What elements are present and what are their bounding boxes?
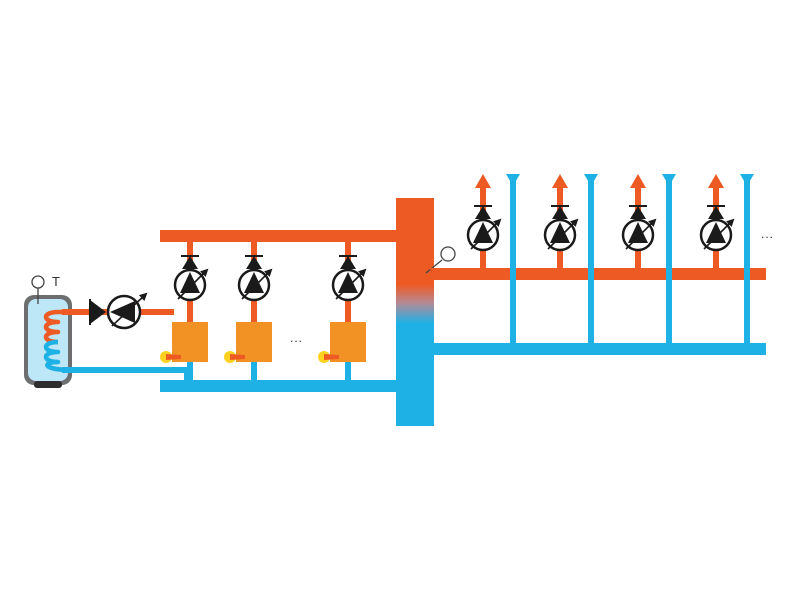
variable-speed-arrow: [703, 218, 735, 250]
boiler-return-pipe: [251, 355, 257, 385]
boiler-unit: [224, 236, 273, 385]
tank-sensor-label: T: [52, 274, 60, 289]
supply-outlet-arrow-icon: [708, 174, 724, 188]
pump-arrow: [550, 222, 570, 243]
check-valve-icon: [182, 256, 198, 269]
circuit-return-pipe: [510, 178, 516, 350]
heating-circuit: [466, 174, 520, 350]
more-boilers-ellipsis: ...: [290, 331, 304, 345]
check-valve-icon: [552, 206, 568, 219]
pump-arrow: [110, 301, 135, 323]
burner-icon: [230, 354, 245, 360]
pump-arrow: [180, 272, 200, 293]
heating-circuit: [543, 174, 598, 350]
check-valve-icon: [708, 206, 724, 219]
coil-hot: [43, 309, 72, 345]
burner-icon: [166, 354, 181, 360]
coil-cold: [43, 339, 73, 373]
boiler-unit: [160, 236, 209, 385]
check-valve-icon: [630, 206, 646, 219]
supply-outlet-arrow-icon: [475, 174, 491, 188]
heating-circuit: [699, 174, 754, 350]
variable-speed-arrow: [625, 218, 657, 250]
check-valve-icon: [246, 256, 262, 269]
temperature-sensor-icon: [31, 275, 45, 289]
variable-speed-arrow: [335, 268, 367, 300]
circuit-return-pipe: [588, 178, 594, 350]
supply-outlet-arrow-icon: [552, 174, 568, 188]
boiler-unit: [318, 236, 367, 385]
variable-speed-arrow: [241, 268, 273, 300]
pump-arrow: [244, 272, 264, 293]
pump-arrow: [706, 222, 726, 243]
boiler-supply-header: [160, 230, 420, 242]
circuit-return-pipe: [744, 178, 750, 350]
check-valve-icon: [90, 300, 106, 324]
pump-arrow: [628, 222, 648, 243]
return-inlet-icon: [584, 174, 598, 186]
sensor-probe: [425, 259, 443, 274]
heating-circuits: [466, 174, 754, 350]
more-circuits-ellipsis: ...: [761, 227, 775, 241]
boilers: [160, 236, 367, 385]
variable-speed-arrow: [177, 268, 209, 300]
tank-charging-pump: [89, 292, 148, 330]
return-inlet-icon: [740, 174, 754, 186]
circuit-return-pipe: [666, 178, 672, 350]
boiler-return-pipe: [187, 355, 193, 385]
hydraulic-separator: [396, 198, 434, 426]
variable-speed-arrow: [547, 218, 579, 250]
supply-outlet-arrow-icon: [630, 174, 646, 188]
circuit-return-header: [430, 343, 766, 355]
boiler-return-header: [160, 380, 420, 392]
tank-cold-pipe: [62, 367, 190, 373]
heating-circuit: [621, 174, 676, 350]
boiler-return-pipe: [345, 355, 351, 385]
burner-icon: [324, 354, 339, 360]
pump-arrow: [338, 272, 358, 293]
variable-speed-arrow: [111, 292, 148, 327]
hot-water-tank: [24, 275, 73, 388]
check-valve-icon: [475, 206, 491, 219]
check-valve-icon: [340, 256, 356, 269]
temperature-sensor-icon: [440, 246, 456, 262]
tank-base: [34, 381, 62, 388]
variable-speed-arrow: [470, 218, 502, 250]
pump-arrow: [473, 222, 493, 243]
separator-sensor: [425, 246, 456, 274]
return-inlet-icon: [662, 174, 676, 186]
return-inlet-icon: [506, 174, 520, 186]
